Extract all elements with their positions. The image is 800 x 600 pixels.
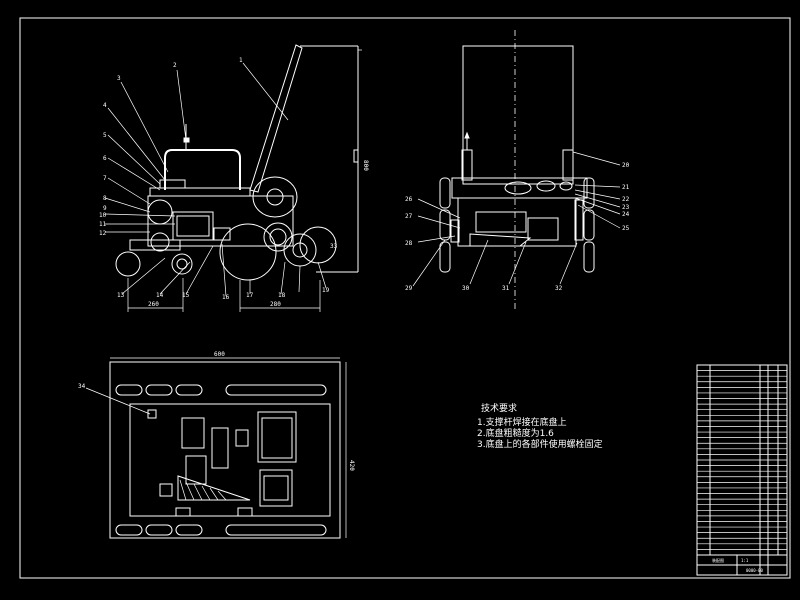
part-label: 4: [103, 102, 107, 109]
tech-requirement-item: 2.底盘粗糙度为1.6: [477, 427, 554, 439]
part-label: 3: [117, 75, 121, 82]
part-label: 6: [103, 155, 107, 162]
part-label: 16: [222, 294, 230, 301]
part-label: 5: [103, 132, 107, 139]
part-label: 28: [405, 240, 413, 247]
part-label: 18: [278, 292, 286, 299]
part-label: 20: [622, 162, 630, 169]
part-label: 8: [103, 195, 107, 202]
part-label: 13: [117, 292, 125, 299]
dimension-left-span: 260: [148, 301, 159, 308]
dimension-width: 600: [214, 351, 225, 358]
part-label: 2: [173, 62, 177, 69]
side-view: 1 2 3 4 5 6 7 8 9 10 11 12 13 14 15 16 1…: [99, 44, 369, 312]
top-view: 34 600 420: [78, 351, 355, 539]
part-label: 27: [405, 213, 413, 220]
tech-requirement-item: 3.底盘上的各部件使用螺栓固定: [477, 438, 603, 450]
part-label: 29: [405, 285, 413, 292]
part-label: 10: [99, 212, 107, 219]
part-label: 31: [502, 285, 510, 292]
part-label: 32: [555, 285, 563, 292]
part-label: 7: [103, 175, 107, 182]
part-label: 9: [103, 205, 107, 212]
part-label: 14: [156, 292, 164, 299]
part-label: 25: [622, 225, 630, 232]
part-label: 12: [99, 230, 107, 237]
dimension-right-span: 280: [270, 301, 281, 308]
part-label: 15: [182, 292, 190, 299]
title-block-drawing-number: 0000-00: [746, 568, 763, 573]
part-label: 11: [99, 221, 107, 228]
title-block-drawing-name: 装配图: [712, 557, 724, 563]
front-view: 20 21 22 23 24 25 26 27 28 29 30 31 32 3…: [330, 30, 630, 310]
part-label: 26: [405, 196, 413, 203]
part-label: 34: [78, 383, 86, 390]
part-label: 19: [322, 287, 330, 294]
part-label: 21: [622, 184, 630, 191]
part-label: 33: [330, 243, 338, 250]
dimension-height: 800: [362, 160, 369, 171]
part-label: 23: [622, 204, 630, 211]
parts-list-table: 装配图 1:1 0000-00: [696, 364, 788, 576]
part-label: 30: [462, 285, 470, 292]
part-label: 24: [622, 211, 630, 218]
tech-requirement-item: 1.支撑杆焊接在底盘上: [477, 416, 567, 428]
part-label: 1: [239, 57, 243, 64]
part-label: 17: [246, 292, 254, 299]
drawing-frame: [19, 17, 791, 579]
technical-requirements: 技术要求 1.支撑杆焊接在底盘上 2.底盘粗糙度为1.6 3.底盘上的各部件使用…: [477, 402, 603, 450]
title-block-scale: 1:1: [741, 558, 749, 563]
tech-requirements-title: 技术要求: [481, 402, 517, 414]
dimension-depth: 420: [348, 460, 355, 471]
part-label: 22: [622, 196, 630, 203]
